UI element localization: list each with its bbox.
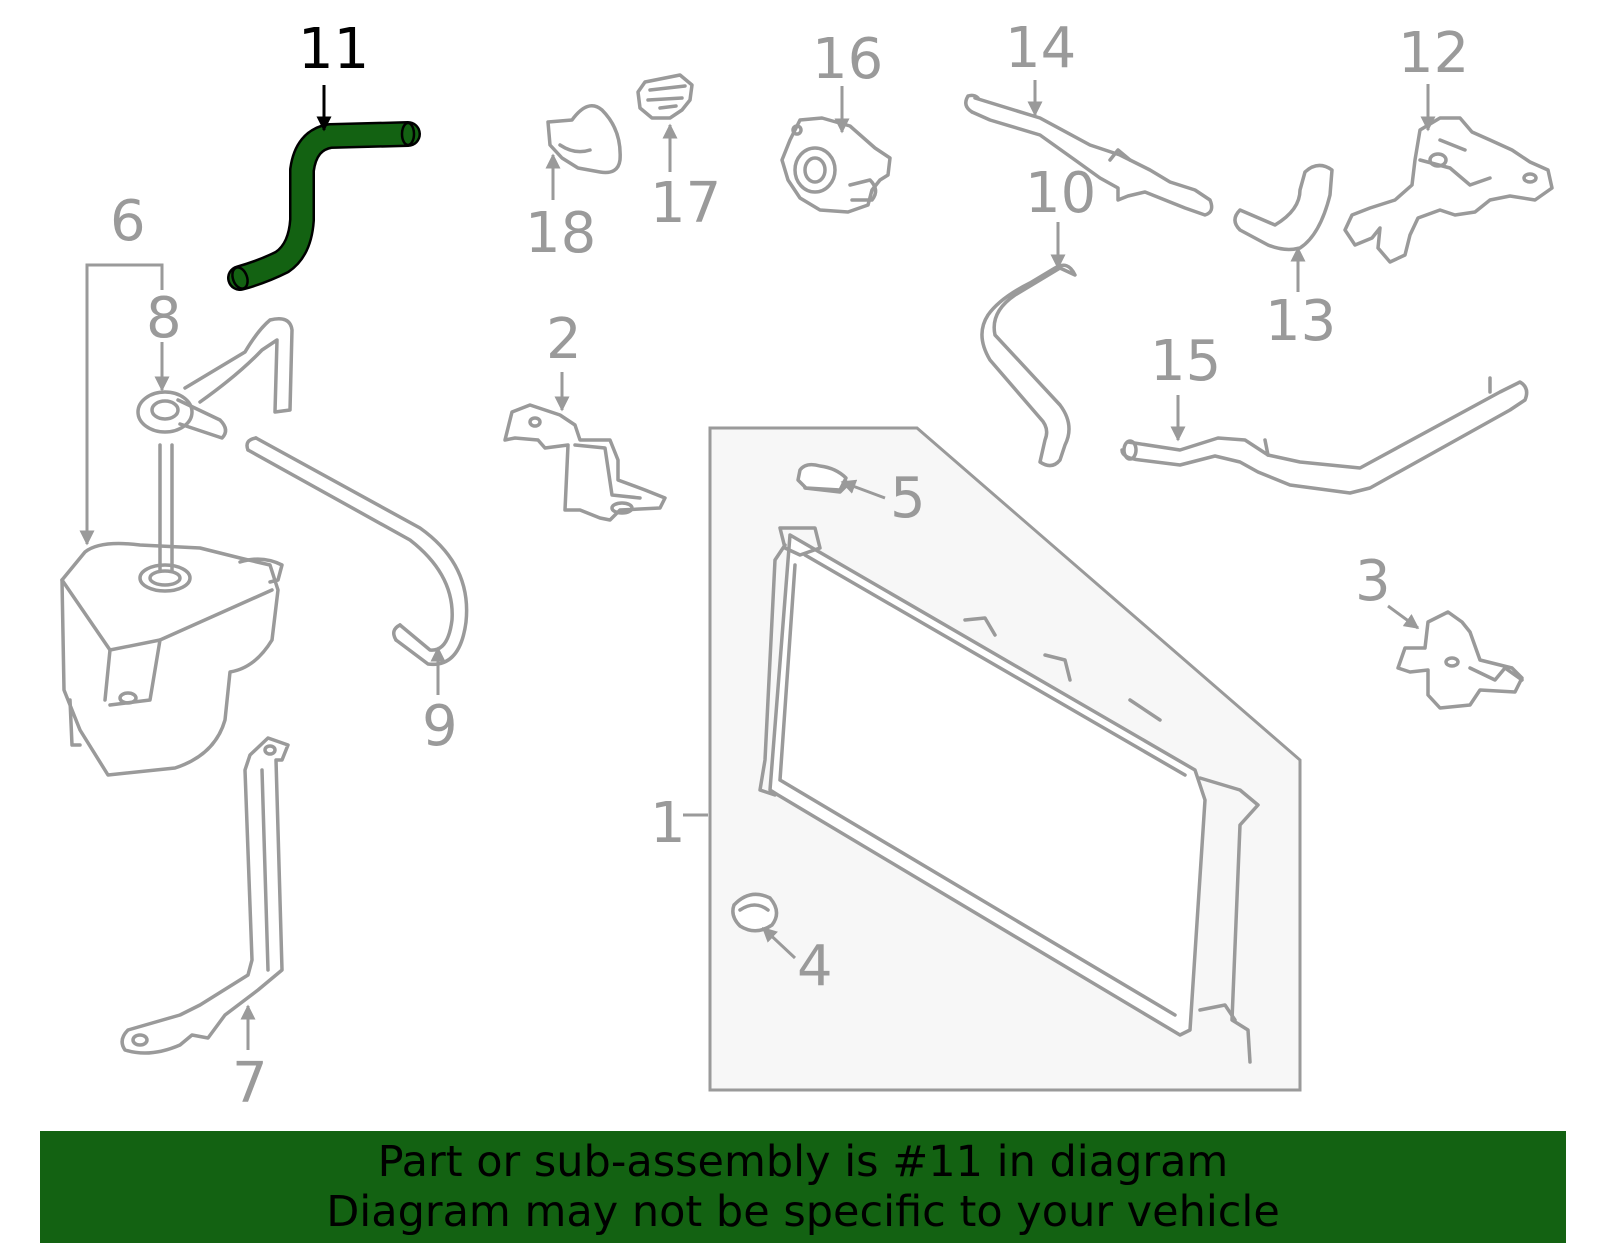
label-part-4: 4	[797, 934, 833, 999]
highlighted-hose-fill	[229, 123, 419, 289]
label-part-1: 1	[650, 791, 686, 856]
label-part-17: 17	[650, 171, 721, 236]
label-part-5: 5	[890, 466, 926, 531]
hose-part-13	[1233, 163, 1334, 252]
label-part-7: 7	[232, 1051, 268, 1116]
label-part-15: 15	[1150, 329, 1221, 394]
plug-part-17	[636, 73, 694, 120]
reservoir-cap-hose-part-8	[136, 317, 294, 572]
water-outlet-part-12	[1343, 116, 1554, 264]
banner-line-disclaimer: Diagram may not be specific to your vehi…	[326, 1187, 1280, 1237]
leader-lines	[79, 80, 1436, 1050]
label-part-10: 10	[1025, 161, 1096, 226]
water-pipe-part-14	[964, 93, 1214, 217]
bracket-part-3	[1396, 610, 1524, 710]
leader-6	[85, 263, 164, 540]
label-part-6: 6	[110, 189, 146, 254]
upper-radiator-hose-part-11	[227, 121, 421, 291]
label-part-8: 8	[146, 286, 182, 351]
leader-3	[1387, 604, 1420, 630]
label-part-9: 9	[422, 694, 458, 759]
leader-5	[840, 479, 886, 500]
label-part-13: 13	[1265, 289, 1336, 354]
radiator-assembly-group	[708, 426, 1302, 1092]
label-part-16: 16	[812, 27, 883, 92]
radiator-cap-part-5	[796, 462, 848, 492]
thermostat-housing-part-16	[780, 116, 892, 214]
bracket-part-2	[503, 403, 667, 522]
reservoir-tank-part-6	[60, 541, 284, 777]
label-part-11: 11	[298, 17, 369, 82]
radiator-core-drawing	[758, 471, 1260, 1064]
label-part-2: 2	[546, 307, 582, 372]
grommet-part-4	[731, 892, 779, 933]
bracket-part-7	[120, 736, 290, 1055]
label-part-14: 14	[1005, 16, 1076, 81]
label-part-18: 18	[525, 201, 596, 266]
banner-line-part-number: Part or sub-assembly is #11 in diagram	[377, 1137, 1229, 1187]
fitting-part-18	[546, 104, 622, 175]
overflow-hose-part-9	[245, 436, 469, 667]
water-pipe-part-15	[1120, 376, 1529, 495]
info-banner: Part or sub-assembly is #11 in diagram D…	[40, 1131, 1566, 1243]
leader-4	[761, 926, 797, 960]
label-part-12: 12	[1398, 21, 1469, 86]
part-labels: 1 2 3 4 5 6 7 8 9 10 11 12 13 14 15 16 1…	[110, 16, 1469, 1116]
hose-part-10	[980, 263, 1077, 468]
label-part-3: 3	[1355, 549, 1391, 614]
